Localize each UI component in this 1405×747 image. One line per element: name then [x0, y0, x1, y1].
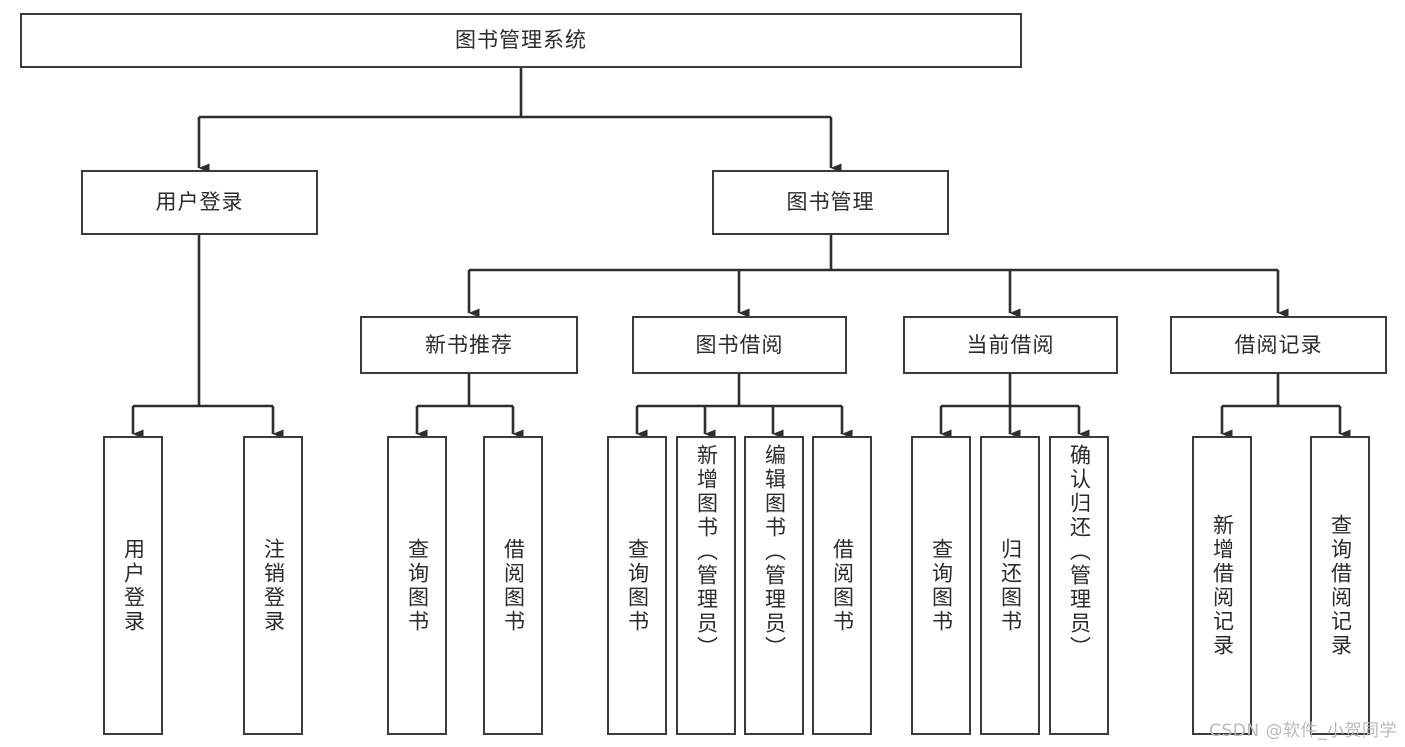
- node-label: 图书管理: [786, 190, 875, 215]
- node-label: 查询借阅记录: [1328, 513, 1353, 658]
- node-label: 借阅图书: [830, 537, 855, 634]
- node-user-login[interactable]: 用户登录: [81, 170, 318, 235]
- leaf-user-login-logout[interactable]: 注销登录: [243, 436, 303, 735]
- csdn-watermark: CSDN @软件_小贺同学: [1209, 721, 1397, 741]
- node-label: 图书借阅: [695, 332, 784, 357]
- node-label: 当前借阅: [966, 332, 1055, 357]
- node-book-borrow[interactable]: 图书借阅: [632, 316, 847, 374]
- leaf-current-borrow-return-book[interactable]: 归还图书: [980, 436, 1040, 735]
- leaf-current-borrow-confirm-return-admin[interactable]: 确认归还（管理员）: [1049, 436, 1109, 735]
- leaf-borrow-record-query-record[interactable]: 查询借阅记录: [1310, 436, 1370, 735]
- node-label: 注销登录: [261, 537, 286, 634]
- node-label: 编辑图书（管理员）: [762, 444, 787, 660]
- leaf-book-borrow-edit-book-admin[interactable]: 编辑图书（管理员）: [744, 436, 804, 735]
- node-label: 新增借阅记录: [1210, 513, 1235, 658]
- node-label: 新增图书（管理员）: [694, 444, 719, 660]
- node-borrow-record[interactable]: 借阅记录: [1170, 316, 1387, 374]
- node-label: 用户登录: [155, 190, 244, 215]
- leaf-new-book-query-book[interactable]: 查询图书: [387, 436, 447, 735]
- leaf-book-borrow-query-book[interactable]: 查询图书: [607, 436, 667, 735]
- node-label: 图书管理系统: [455, 28, 587, 53]
- leaf-new-book-borrow-book[interactable]: 借阅图书: [483, 436, 543, 735]
- node-label: 查询图书: [625, 537, 650, 634]
- leaf-book-borrow-add-book-admin[interactable]: 新增图书（管理员）: [676, 436, 736, 735]
- leaf-current-borrow-query-book[interactable]: 查询图书: [911, 436, 971, 735]
- leaf-book-borrow-borrow-book[interactable]: 借阅图书: [812, 436, 872, 735]
- node-label: 借阅记录: [1234, 332, 1323, 357]
- leaf-borrow-record-add-record[interactable]: 新增借阅记录: [1192, 436, 1252, 735]
- leaf-user-login-login[interactable]: 用户登录: [103, 436, 163, 735]
- node-book-management[interactable]: 图书管理: [712, 170, 949, 235]
- node-label: 借阅图书: [501, 537, 526, 634]
- node-label: 归还图书: [998, 537, 1023, 634]
- node-label: 查询图书: [929, 537, 954, 634]
- node-root-book-management-system[interactable]: 图书管理系统: [20, 13, 1022, 68]
- node-label: 用户登录: [121, 537, 146, 634]
- node-current-borrow[interactable]: 当前借阅: [903, 316, 1118, 374]
- node-label: 查询图书: [405, 537, 430, 634]
- node-label: 确认归还（管理员）: [1067, 444, 1092, 660]
- node-label: 新书推荐: [425, 332, 513, 357]
- node-new-book-recommend[interactable]: 新书推荐: [360, 316, 578, 374]
